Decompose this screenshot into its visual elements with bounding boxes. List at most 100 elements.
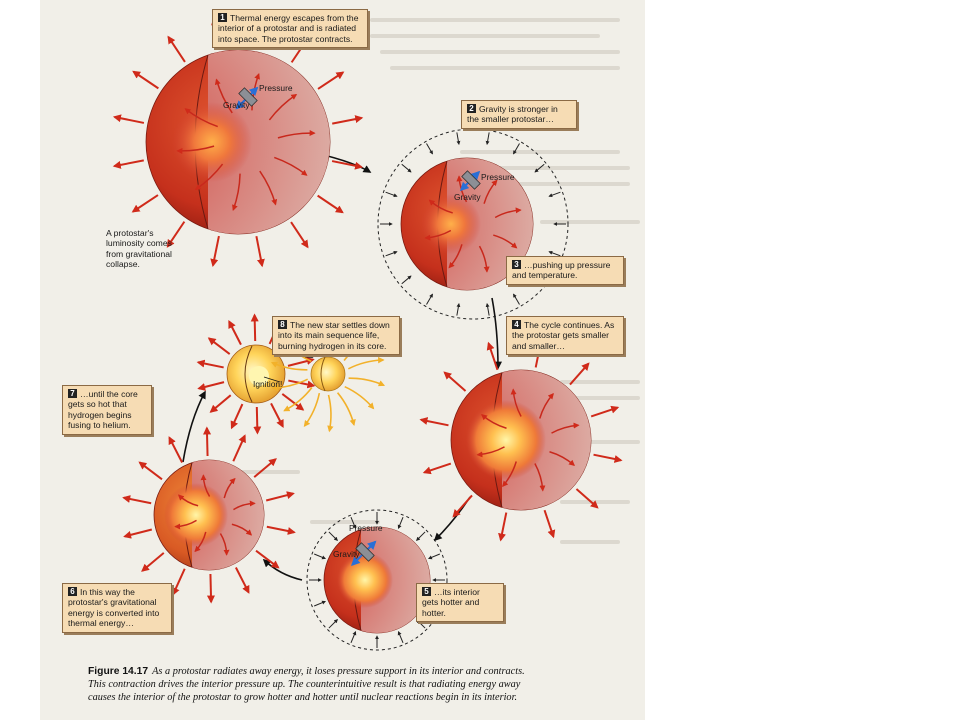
internal-heat-arrow xyxy=(481,414,507,429)
inward-arrow xyxy=(328,531,338,541)
caption-figure-number: Figure 14.17 xyxy=(88,666,149,677)
inward-arrow xyxy=(313,600,327,607)
inward-arrow xyxy=(385,250,398,257)
energy-ray xyxy=(168,436,184,463)
cycle-arrow xyxy=(491,297,502,370)
energy-ray xyxy=(253,458,277,478)
energy-ray xyxy=(234,567,250,594)
internal-heat-arrow xyxy=(476,446,505,458)
callout-text: …pushing up pressure and temperature. xyxy=(512,260,611,281)
bleed-line xyxy=(240,470,300,474)
energy-ray xyxy=(347,356,385,370)
bleed-line xyxy=(380,50,620,54)
inward-arrow xyxy=(513,293,520,305)
callout-text: Gravity is stronger in the smaller proto… xyxy=(467,104,558,125)
protostar-stage-3 xyxy=(419,338,623,542)
energy-ray xyxy=(203,426,212,457)
pressure-label: Pressure xyxy=(259,83,293,93)
energy-ray xyxy=(232,434,246,462)
inward-arrow xyxy=(416,531,426,541)
internal-heat-arrow xyxy=(539,393,554,419)
contraction-boundary xyxy=(306,509,448,651)
gravity-label: Gravity xyxy=(333,549,360,559)
internal-heat-arrow xyxy=(231,523,253,536)
callout-number: 7 xyxy=(68,389,77,398)
inward-arrow xyxy=(385,191,398,198)
internal-heat-arrow xyxy=(551,422,580,434)
internal-heat-arrow xyxy=(219,533,230,556)
energy-ray xyxy=(543,509,556,539)
bleed-line xyxy=(370,34,600,38)
protostar-stage-2 xyxy=(377,128,569,320)
inward-arrow xyxy=(534,163,545,173)
cutaway-edge xyxy=(320,356,326,392)
energy-ray xyxy=(281,393,305,411)
inward-arrow xyxy=(548,250,561,257)
internal-heat-arrow xyxy=(510,388,522,417)
energy-ray xyxy=(250,313,259,342)
internal-heat-arrow xyxy=(268,93,298,121)
leader-line xyxy=(263,376,281,383)
energy-ray xyxy=(422,462,452,475)
energy-ray xyxy=(344,385,375,410)
inward-arrow xyxy=(426,293,433,305)
energy-ray xyxy=(132,70,159,90)
bleed-line xyxy=(390,66,620,70)
ignition-label: Ignition! xyxy=(253,379,283,389)
inward-arrow xyxy=(350,516,357,530)
energy-ray xyxy=(123,528,153,539)
protostar-core xyxy=(466,400,546,480)
energy-ray xyxy=(590,405,620,418)
protostar-core xyxy=(337,552,393,608)
internal-heat-arrow xyxy=(494,207,522,219)
energy-ray xyxy=(270,361,308,371)
bleed-line xyxy=(560,440,640,444)
internal-heat-arrow xyxy=(424,229,452,241)
callout-7: 7…until the core gets so hot that hydrog… xyxy=(62,385,152,435)
energy-ray xyxy=(443,371,467,392)
bleed-line xyxy=(480,182,630,186)
energy-ray xyxy=(255,549,280,569)
main-sequence-sphere xyxy=(310,356,346,392)
protostar-core xyxy=(421,194,481,254)
callout-number: 2 xyxy=(467,104,476,113)
internal-heat-arrow xyxy=(549,451,575,466)
energy-ray xyxy=(207,337,231,355)
bleed-line xyxy=(460,150,620,154)
callout-text: In this way the protostar's gravitationa… xyxy=(68,587,160,629)
energy-ray xyxy=(486,341,499,371)
internal-heat-arrow xyxy=(259,170,278,206)
bleed-line xyxy=(310,520,380,524)
inward-arrow xyxy=(313,553,327,560)
pressure-label: Pressure xyxy=(349,523,383,533)
internal-heat-arrow xyxy=(177,494,199,507)
inward-arrow xyxy=(485,302,490,316)
internal-heat-arrow xyxy=(233,500,256,511)
energy-ray xyxy=(498,512,508,542)
energy-ray xyxy=(210,235,220,268)
internal-heat-arrow xyxy=(483,179,498,204)
internal-heat-arrow xyxy=(448,244,463,269)
inward-arrow xyxy=(485,132,490,146)
energy-ray xyxy=(593,453,623,463)
callout-number: 6 xyxy=(68,587,77,596)
energy-ray xyxy=(348,377,386,387)
gas-parcel xyxy=(461,170,481,190)
callout-text: …until the core gets so hot that hydroge… xyxy=(68,389,138,431)
callout-number: 8 xyxy=(278,320,287,329)
energy-ray xyxy=(206,573,215,604)
energy-ray xyxy=(317,71,345,90)
inward-arrow xyxy=(427,553,441,560)
energy-ray xyxy=(141,552,165,572)
energy-ray xyxy=(230,403,244,430)
energy-ray xyxy=(197,381,225,391)
protostar-stage-5 xyxy=(122,426,296,604)
energy-ray xyxy=(270,402,284,428)
internal-heat-arrow xyxy=(502,461,517,487)
inward-arrow xyxy=(513,143,520,155)
protostar-cycle-diagram xyxy=(112,16,623,651)
protostar-cutaway xyxy=(361,527,430,633)
bleed-line xyxy=(370,18,620,22)
